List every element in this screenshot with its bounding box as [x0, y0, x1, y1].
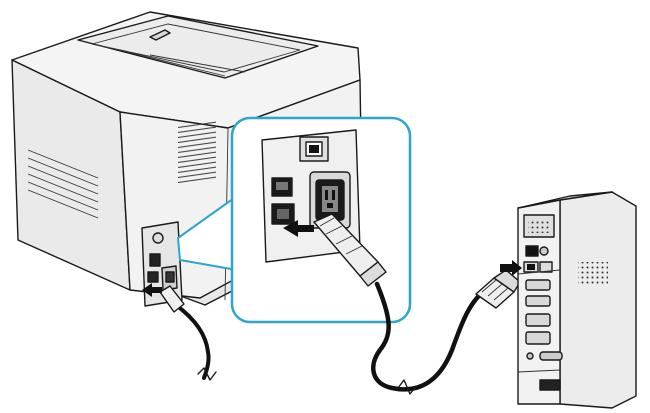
- psu-fan: [523, 214, 555, 238]
- rear-grille: [178, 119, 216, 185]
- insert-arrow-printer-small: [142, 283, 162, 297]
- tower-top: [517, 191, 613, 209]
- usb-port-callout: [176, 116, 412, 324]
- usb-cable-printer: [174, 303, 211, 380]
- power-switch: [299, 136, 329, 162]
- tower-side-vent: [578, 262, 608, 284]
- usb-cable-main: [371, 281, 491, 392]
- usb-port: [271, 203, 295, 225]
- tower-side: [559, 191, 637, 409]
- computer-tower: [500, 191, 637, 409]
- usb-b-plug: [313, 213, 387, 287]
- network-port: [271, 177, 293, 197]
- tower-port-column: [523, 245, 563, 391]
- cable-break-mark-printer: [197, 367, 217, 381]
- insert-arrow-printer: [283, 220, 314, 237]
- usb-a-plug: [475, 269, 521, 309]
- usb-b-plug-small: [159, 285, 185, 313]
- insert-arrow-computer: [500, 260, 522, 276]
- side-vent: [27, 149, 99, 219]
- paper-stopper: [149, 29, 171, 41]
- cable-break-mark: [397, 379, 417, 395]
